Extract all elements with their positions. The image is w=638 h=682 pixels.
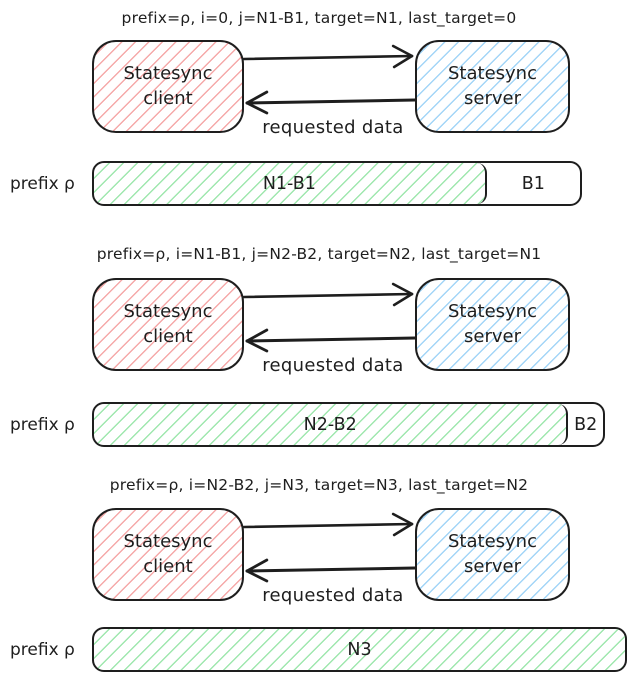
stage-2-params: prefix=ρ, i=N1-B1, j=N2-B2, target=N2, l…: [96, 245, 542, 263]
statesync-server-box: Statesync server: [415, 508, 570, 601]
remaining-segment-label: B1: [521, 173, 545, 194]
statesync-client-label: Statesync client: [123, 301, 213, 347]
message-channel: requested data: [242, 508, 417, 606]
stage-1: prefix=ρ, i=0, j=N1-B1, target=N1, last_…: [0, 8, 638, 206]
stage-2-nodes: Statesync client requested data Statesyn…: [92, 278, 570, 376]
response-arrow-label: requested data: [262, 585, 404, 606]
prefix-label: prefix ρ: [10, 414, 75, 435]
stage-3: prefix=ρ, i=N2-B2, j=N3, target=N3, last…: [0, 475, 638, 672]
state-progress-bar: N2-B2 B2: [92, 402, 605, 447]
remaining-segment: B1: [487, 163, 580, 204]
stage-3-params: prefix=ρ, i=N2-B2, j=N3, target=N3, last…: [109, 476, 529, 494]
statesync-client-label: Statesync client: [123, 63, 213, 109]
arrows-canvas: [242, 512, 417, 583]
statesync-client-box: Statesync client: [92, 508, 244, 601]
arrows-canvas: [242, 44, 417, 115]
response-arrow-icon: [245, 90, 417, 115]
stage-1-state-bar-row: prefix ρ N1-B1 B1: [0, 161, 638, 206]
message-channel: requested data: [242, 278, 417, 376]
synced-segment: N2-B2: [94, 404, 569, 445]
statesync-server-label: Statesync server: [448, 301, 537, 347]
statesync-server-label: Statesync server: [448, 531, 537, 577]
synced-segment: N1-B1: [94, 163, 487, 204]
remaining-segment-label: B2: [574, 414, 598, 435]
stage-2: prefix=ρ, i=N1-B1, j=N2-B2, target=N2, l…: [0, 244, 638, 447]
state-progress-bar: N1-B1 B1: [92, 161, 582, 206]
stage-1-params: prefix=ρ, i=0, j=N1-B1, target=N1, last_…: [121, 9, 517, 27]
stage-3-nodes: Statesync client requested data Statesyn…: [92, 508, 570, 606]
request-arrow-icon: [242, 44, 414, 69]
statesync-server-box: Statesync server: [415, 278, 570, 371]
state-progress-bar: N3: [92, 627, 627, 672]
statesync-diagram: prefix=ρ, i=0, j=N1-B1, target=N1, last_…: [0, 8, 638, 672]
statesync-server-label: Statesync server: [448, 63, 537, 109]
statesync-client-label: Statesync client: [123, 531, 213, 577]
response-arrow-icon: [245, 328, 417, 353]
response-arrow-label: requested data: [262, 117, 404, 138]
remaining-segment: B2: [568, 404, 603, 445]
statesync-server-box: Statesync server: [415, 40, 570, 133]
synced-segment: N3: [94, 629, 625, 670]
synced-segment-label: N3: [347, 639, 372, 660]
statesync-client-box: Statesync client: [92, 40, 244, 133]
statesync-client-box: Statesync client: [92, 278, 244, 371]
request-arrow-icon: [242, 512, 414, 537]
arrows-canvas: [242, 282, 417, 353]
message-channel: requested data: [242, 40, 417, 138]
request-arrow-icon: [242, 282, 414, 307]
response-arrow-icon: [245, 558, 417, 583]
stage-1-nodes: Statesync client requested data Statesyn…: [92, 40, 570, 138]
prefix-label: prefix ρ: [10, 173, 75, 194]
prefix-label: prefix ρ: [10, 639, 75, 660]
synced-segment-label: N1-B1: [262, 173, 316, 194]
synced-segment-label: N2-B2: [303, 414, 357, 435]
stage-2-state-bar-row: prefix ρ N2-B2 B2: [0, 402, 638, 447]
stage-3-state-bar-row: prefix ρ N3: [0, 627, 638, 672]
response-arrow-label: requested data: [262, 355, 404, 376]
